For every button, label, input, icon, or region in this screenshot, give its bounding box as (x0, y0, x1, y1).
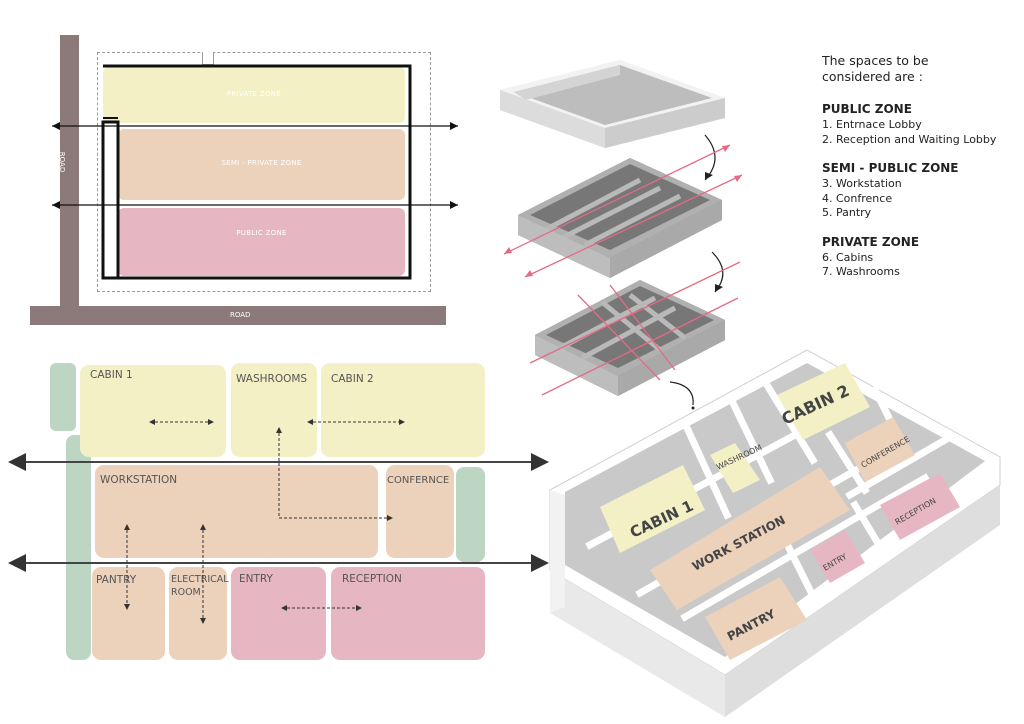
legend-intro: The spaces to be considered are : (822, 53, 929, 84)
plan-entry (810, 530, 865, 583)
semi-private-zone: SEMI - PRIVATE ZONE (118, 129, 405, 200)
legend-item: 1. Entrnace Lobby (822, 118, 922, 131)
room-workstation (95, 465, 378, 558)
room-washrooms (231, 363, 317, 457)
bubble-arrows (8, 419, 549, 624)
label-conference: CONFERNCE (387, 475, 450, 486)
label-cabin-2: CABIN 2 (331, 373, 374, 385)
iso-floor-plan: CABIN 2 WASHROOM CONFERENCE CABIN 1 WORK… (549, 349, 1001, 717)
legend-item: 6. Cabins (822, 250, 874, 264)
plan-pantry (705, 577, 807, 660)
private-zone: PRIVATE ZONE (103, 67, 405, 123)
room-entry (231, 567, 326, 660)
room-conference (386, 465, 454, 558)
legend-item: 2. Reception and Waiting Lobby (822, 132, 997, 146)
legend-item: 7. Washrooms (822, 265, 900, 278)
iso-stack (500, 60, 743, 410)
plan-washroom (710, 443, 760, 493)
plan-cabin-1 (600, 465, 705, 553)
label-washrooms: WASHROOMS (236, 373, 308, 385)
road-horizontal (30, 306, 446, 325)
green-buffer-3 (456, 467, 485, 562)
legend-semi-public-title: SEMI - PUBLIC ZONE (822, 161, 959, 175)
plan-conference (845, 417, 915, 482)
green-buffer-2 (66, 435, 91, 660)
road-vertical (60, 35, 79, 325)
legend-item: 4. Confrence (822, 191, 893, 205)
label-cabin-1: CABIN 1 (90, 369, 133, 381)
iso-partition-1 (503, 144, 743, 278)
iso-shell (500, 60, 725, 148)
legend-item: 3. Workstation (822, 177, 902, 190)
site-boundary (97, 52, 431, 292)
green-buffer-1 (50, 363, 76, 431)
plan-workstation (650, 467, 850, 610)
room-cabin-2 (321, 363, 485, 457)
legend-item: 5. Pantry (822, 206, 872, 219)
building-outline (101, 64, 412, 280)
room-electrical (169, 567, 227, 660)
iso-partition-2 (529, 261, 741, 396)
room-cabin-1 (80, 365, 226, 457)
label-reception: RECEPTION (342, 573, 402, 585)
plan-cabin-2 (777, 363, 870, 440)
road-label-horizontal: ROAD (230, 311, 251, 319)
public-zone: PUBLIC ZONE (118, 208, 405, 276)
room-reception (331, 567, 485, 660)
bubble-diagram: CABIN 1 WASHROOMS CABIN 2 WORKSTATION CO… (0, 355, 560, 665)
spaces-legend: The spaces to be considered are : PUBLIC… (822, 53, 1022, 280)
legend-public-title: PUBLIC ZONE (822, 102, 912, 116)
legend-private-title: PRIVATE ZONE (822, 234, 920, 249)
label-entry: ENTRY (239, 573, 273, 585)
site-overlay (52, 64, 458, 280)
label-workstation: WORKSTATION (100, 474, 178, 486)
label-electrical: ELECTRICAL ROOM (171, 574, 229, 598)
site-zoning-plan: ROAD ROAD PRIVATE ZONE SEMI - PRIVATE ZO… (0, 0, 470, 330)
plan-reception (880, 473, 960, 540)
